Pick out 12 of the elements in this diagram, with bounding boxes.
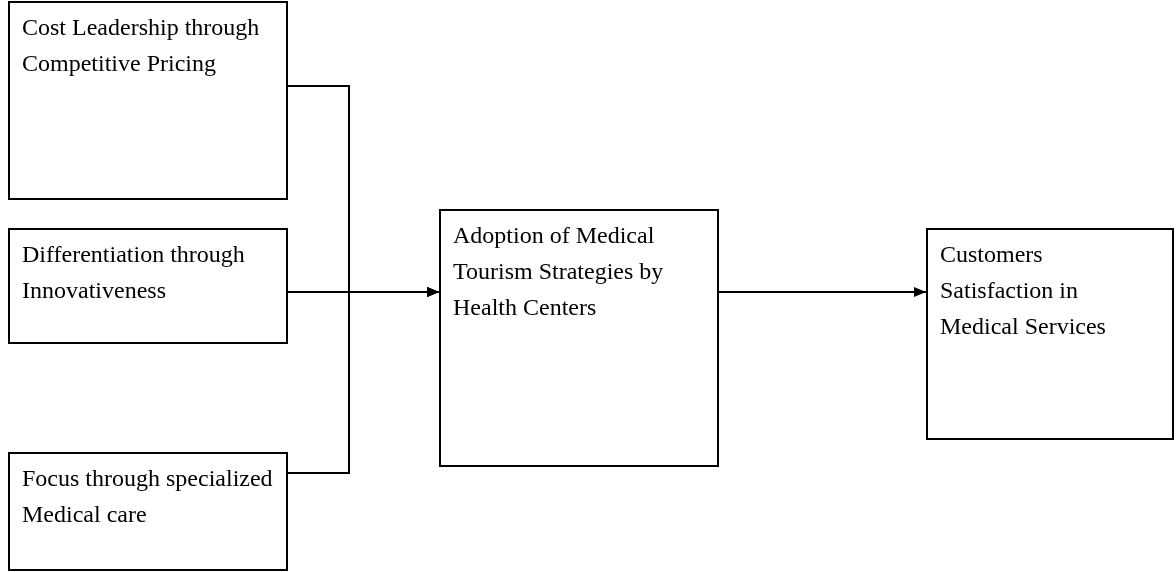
arrow <box>718 287 927 297</box>
box-text: Adoption of Medical Tourism Strategies by Health Centers <box>453 221 665 322</box>
box-text: Differentiation through Innovativeness <box>22 240 246 305</box>
process-box <box>439 209 719 467</box>
box-text: Cost Leadership through Competitive Pricing <box>22 13 261 78</box>
process-box <box>8 452 288 571</box>
process-box <box>8 228 288 344</box>
process-box <box>926 228 1174 440</box>
arrow <box>287 287 440 474</box>
process-box <box>8 1 288 200</box>
box-text: Customers Satisfaction in Medical Services <box>940 240 1107 341</box>
box-text: Focus through specialized Medical care <box>22 464 274 529</box>
